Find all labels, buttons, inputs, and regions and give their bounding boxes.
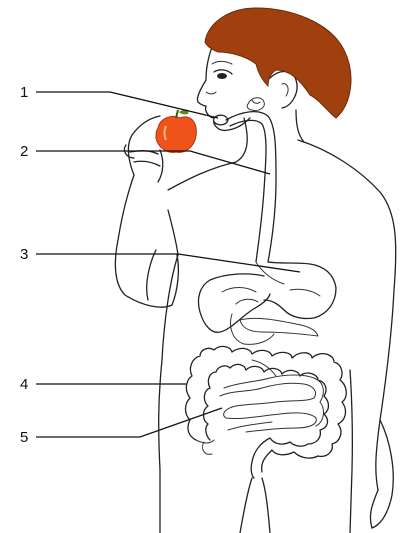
stomach — [256, 262, 336, 319]
leader-line-3 — [36, 254, 300, 272]
leader-line-1 — [36, 92, 218, 118]
label-2-text: 2 — [20, 143, 28, 160]
label-4-text: 4 — [20, 376, 28, 393]
label-1-text: 1 — [20, 84, 28, 101]
label-3-text: 3 — [20, 246, 28, 263]
label-5: 5 — [20, 408, 222, 446]
label-5-text: 5 — [20, 429, 28, 446]
label-2: 2 — [20, 143, 270, 174]
hair — [205, 8, 351, 118]
small-intestine — [220, 360, 323, 432]
leader-line-5 — [36, 408, 222, 437]
label-4: 4 — [20, 376, 186, 393]
boy-figure — [115, 110, 395, 533]
esophagus — [226, 112, 276, 262]
hand — [124, 116, 162, 182]
liver — [198, 274, 270, 332]
apple-icon — [156, 110, 196, 153]
head — [197, 8, 350, 130]
